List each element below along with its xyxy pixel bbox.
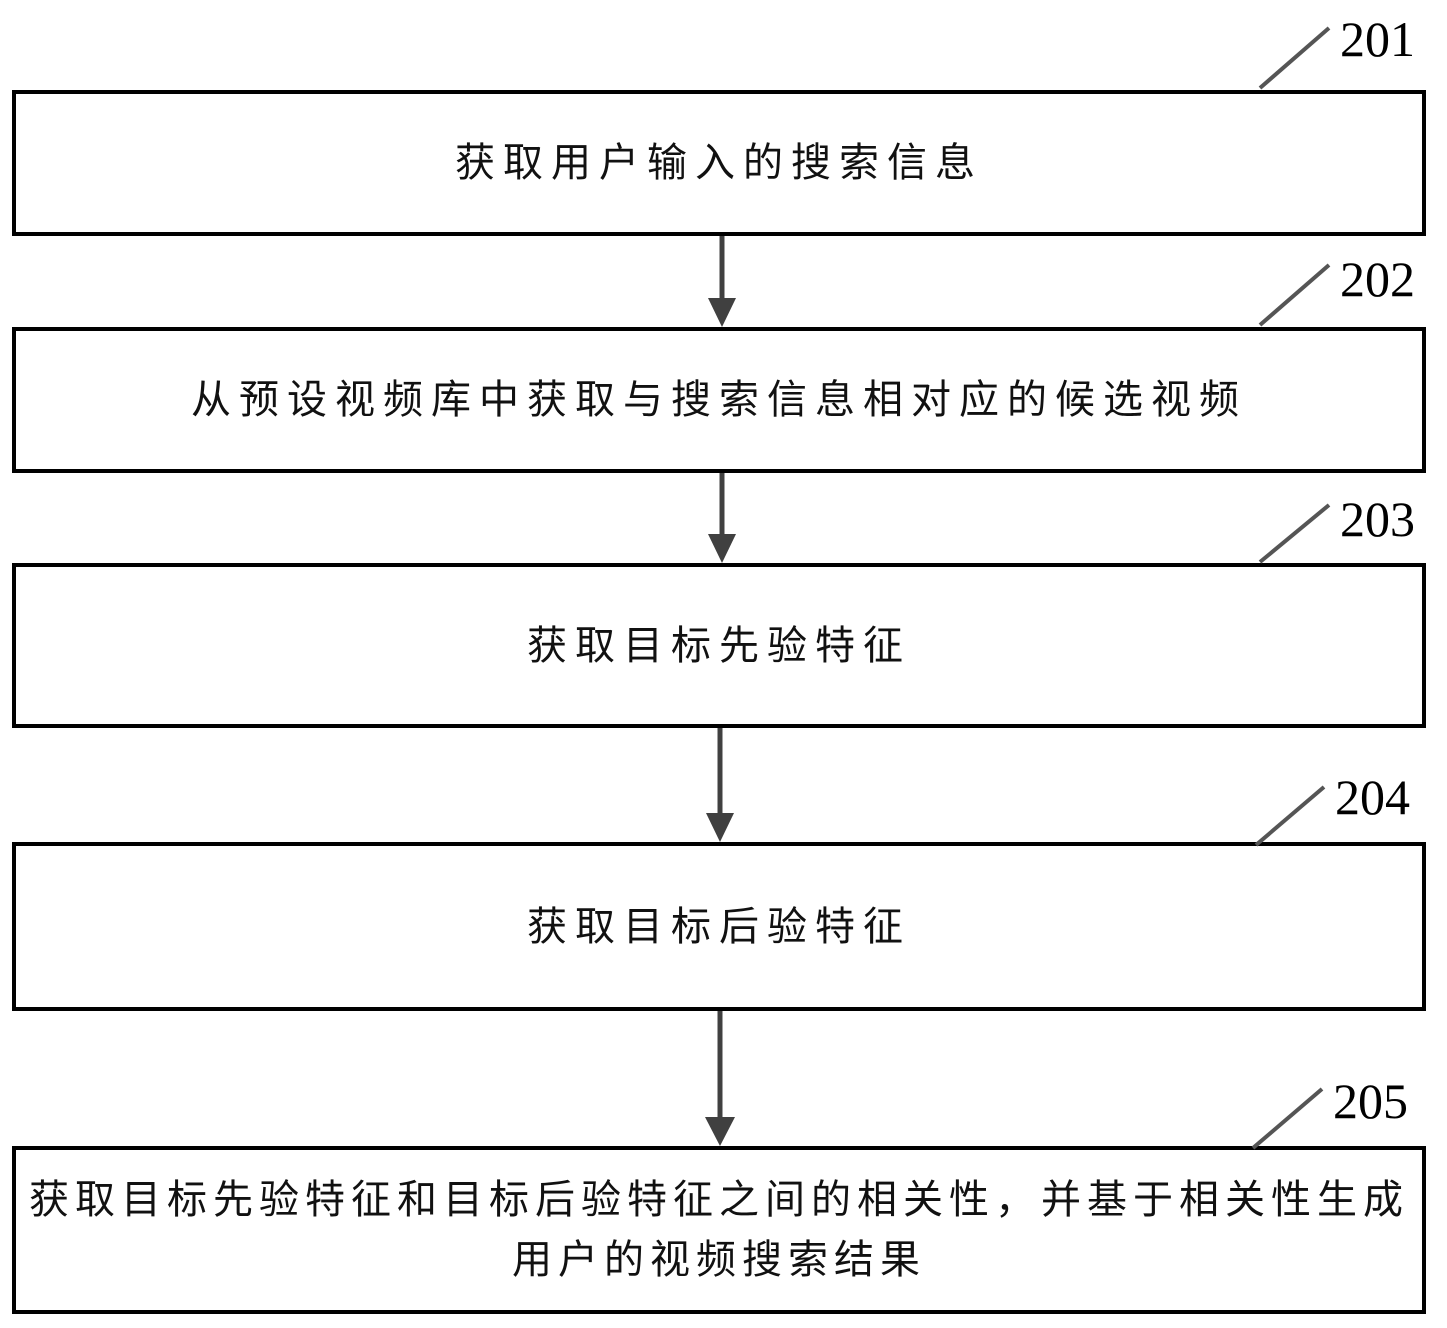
arrowhead-icon [708,298,736,327]
step-box-204: 获取目标后验特征 [12,842,1426,1011]
step-text-203: 获取目标先验特征 [527,622,911,669]
arrowhead-icon [708,534,736,563]
arrowhead-icon [706,813,734,842]
step-text-205: 获取目标先验特征和目标后验特征之间的相关性，并基于相关性生成用户的视频搜索结果 [29,1177,1409,1283]
step-text-201: 获取用户输入的搜索信息 [455,140,983,186]
ref-label-203: 203 [1340,491,1415,547]
step-box-203: 获取目标先验特征 [12,563,1426,728]
leader-line-203 [1258,503,1331,564]
arrow-203-204 [706,728,734,842]
leader-line-204 [1254,785,1326,847]
step-text-202: 从预设视频库中获取与搜索信息相对应的候选视频 [191,377,1247,423]
arrowhead-icon [705,1117,735,1146]
arrow-204-205 [705,1011,735,1146]
arrow-201-202 [708,236,736,327]
leader-line-201 [1258,26,1331,90]
step-box-202: 从预设视频库中获取与搜索信息相对应的候选视频 [12,327,1426,473]
ref-label-205: 205 [1333,1073,1408,1129]
arrow-202-203 [708,473,736,563]
step-box-205: 获取目标先验特征和目标后验特征之间的相关性，并基于相关性生成用户的视频搜索结果 [12,1146,1426,1314]
ref-label-201: 201 [1340,11,1415,67]
ref-label-204: 204 [1335,769,1410,825]
ref-label-202: 202 [1340,251,1415,307]
step-box-201: 获取用户输入的搜索信息 [12,90,1426,236]
leader-line-202 [1258,263,1331,327]
step-text-204: 获取目标后验特征 [527,903,911,950]
leader-line-205 [1251,1087,1324,1150]
